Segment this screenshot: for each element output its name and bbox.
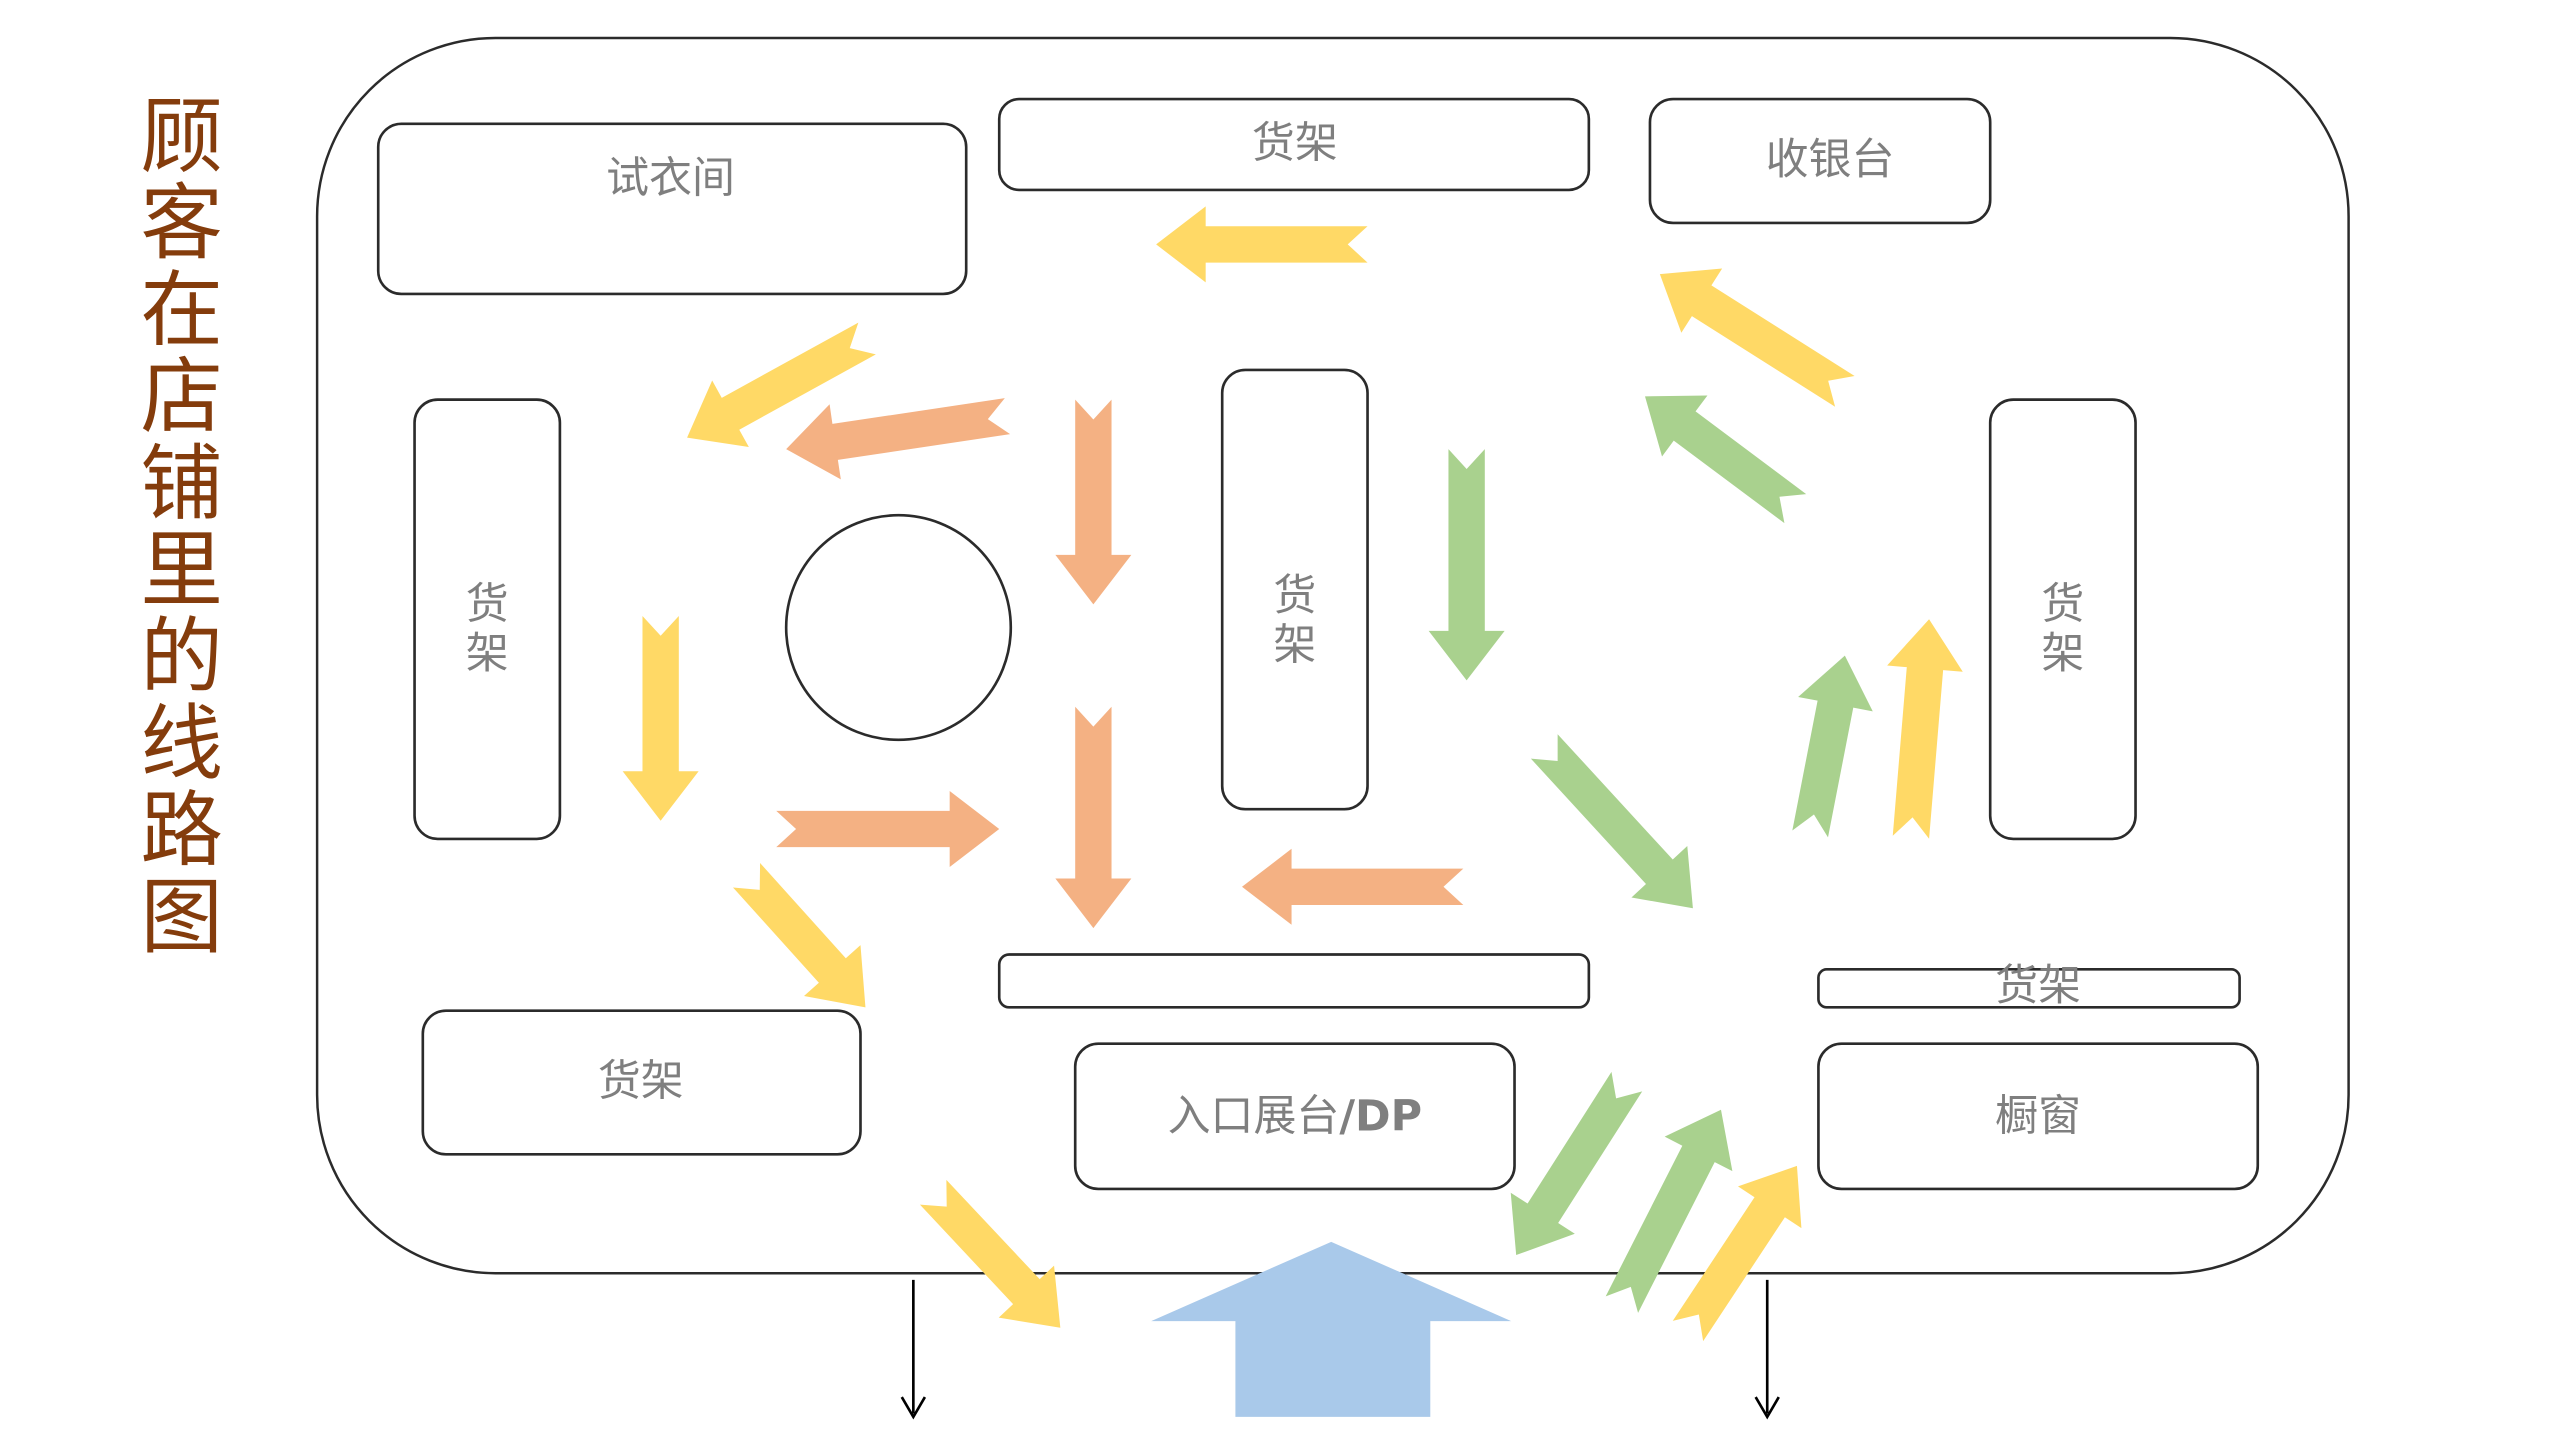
center-shelf-label: 货架 [1273, 571, 1316, 671]
yellow-route-arrow-icon [1156, 206, 1368, 283]
shelf-label-char: 货 [2041, 579, 2084, 629]
exit-arrow-right [1754, 1279, 1780, 1420]
shelf-label-char: 架 [2041, 629, 2084, 679]
round-display-table[interactable] [784, 513, 1013, 742]
title-char: 里 [140, 523, 223, 619]
bottom-left-shelf[interactable]: 货架 [421, 1009, 862, 1156]
entrance-display-text: 入口展台 [1168, 1091, 1340, 1141]
green-route-arrow-icon [1428, 449, 1505, 681]
route-arrows [622, 206, 1963, 1342]
yellow-route-arrow-icon [1659, 268, 1855, 407]
shelf-label-char: 架 [466, 629, 509, 679]
green-route-arrow-icon [1530, 734, 1693, 909]
title-char: 客 [140, 176, 223, 272]
green-route-arrow-icon [1510, 1071, 1643, 1256]
orange-route-arrow-icon [1055, 706, 1132, 929]
right-shelf-label: 货架 [2041, 579, 2084, 679]
exit-arrow-icon [900, 1396, 927, 1420]
yellow-route-arrow-icon [687, 322, 876, 448]
bottom-right-shelf-label: 货架 [1995, 961, 2081, 1011]
checkout-label: 收银台 [1766, 135, 1895, 185]
top-shelf[interactable]: 货架 [997, 97, 1591, 192]
exit-arrow-left [900, 1279, 927, 1420]
shelf-label-char: 货 [1273, 571, 1316, 621]
orange-route-arrow-icon [786, 398, 1011, 480]
title-char: 店 [140, 349, 223, 445]
shop-window-label: 橱窗 [1995, 1091, 2081, 1141]
fitting-room-label: 试衣间 [606, 153, 735, 203]
shelf-label-char: 架 [1273, 621, 1316, 671]
yellow-route-arrow-icon [1672, 1165, 1802, 1342]
bottom-left-shelf-label: 货架 [598, 1057, 684, 1107]
yellow-route-arrow-icon [1887, 619, 1963, 839]
left-shelf-label: 货架 [466, 579, 509, 679]
bottom-right-shelf[interactable]: 货架 [1817, 961, 2241, 1011]
yellow-route-arrow-icon [622, 615, 699, 821]
front-counter-strip[interactable] [997, 953, 1591, 1009]
entrance-display[interactable]: 入口展台/DP [1073, 1042, 1516, 1191]
fitting-room[interactable]: 试衣间 [376, 122, 968, 296]
yellow-route-arrow-icon [919, 1179, 1061, 1328]
entrance-display-suffix: /DP [1339, 1091, 1422, 1141]
title-char: 线 [140, 696, 223, 792]
top-shelf-label: 货架 [1252, 119, 1338, 169]
exit-arrow-icon [1754, 1396, 1780, 1420]
orange-route-arrow-icon [1242, 848, 1464, 925]
title-char: 在 [140, 262, 223, 358]
title-char: 顾 [140, 89, 223, 185]
left-shelf[interactable]: 货架 [413, 398, 562, 841]
orange-route-arrow-icon [776, 791, 1000, 867]
right-shelf[interactable]: 货架 [1988, 398, 2137, 841]
shop-window[interactable]: 橱窗 [1817, 1042, 2260, 1191]
orange-route-arrow-icon [1055, 399, 1132, 605]
green-route-arrow-icon [1792, 655, 1873, 838]
yellow-route-arrow-icon [732, 863, 866, 1008]
entrance-arrow-icon [1151, 1241, 1512, 1417]
green-route-arrow-icon [1645, 395, 1807, 524]
green-route-arrow-icon [1605, 1109, 1733, 1313]
title-char: 的 [140, 609, 223, 705]
shelf-label-char: 货 [466, 579, 509, 629]
center-shelf[interactable]: 货架 [1220, 368, 1369, 811]
entrance-display-label: 入口展台/DP [1168, 1091, 1422, 1141]
checkout-counter[interactable]: 收银台 [1648, 97, 1992, 225]
title-char: 图 [140, 869, 223, 965]
title-char: 路 [140, 783, 223, 879]
title-char: 铺 [140, 436, 223, 532]
